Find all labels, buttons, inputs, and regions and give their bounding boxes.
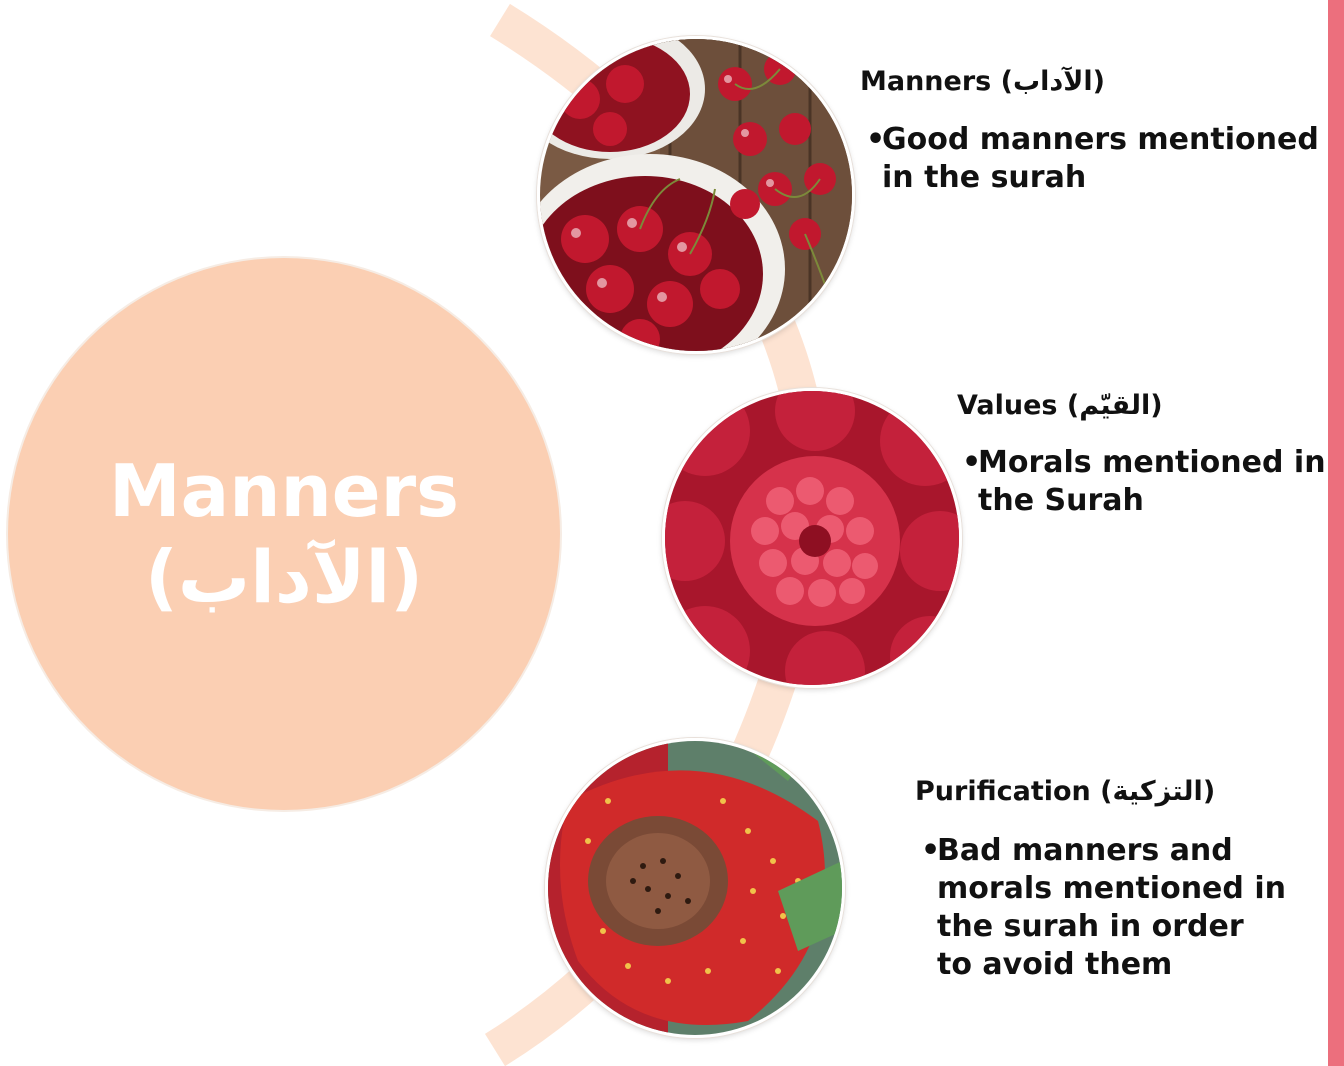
item-3-description: • Bad manners and morals mentioned in th… bbox=[937, 832, 1287, 984]
bullet-icon: • bbox=[921, 832, 940, 870]
raspberries-photo bbox=[662, 388, 962, 688]
strawberry-photo bbox=[545, 738, 845, 1038]
bullet-icon: • bbox=[962, 444, 981, 482]
bullet-icon: • bbox=[866, 121, 885, 159]
main-circle-arabic: (الآداب) bbox=[145, 534, 423, 620]
accent-bar bbox=[1328, 0, 1344, 1066]
item-2-description: • Morals mentioned in the Surah bbox=[978, 444, 1328, 520]
item-2-title: Values (القيّم) bbox=[957, 390, 1163, 421]
item-3-title: Purification (التزكية) bbox=[915, 776, 1215, 807]
main-circle: Manners (الآداب) bbox=[8, 258, 560, 810]
item-1-description: • Good manners mentioned in the surah bbox=[882, 121, 1322, 197]
item-1-title: Manners (الآداب) bbox=[860, 66, 1105, 97]
cherries-photo bbox=[537, 36, 855, 354]
main-circle-title: Manners bbox=[109, 448, 459, 534]
